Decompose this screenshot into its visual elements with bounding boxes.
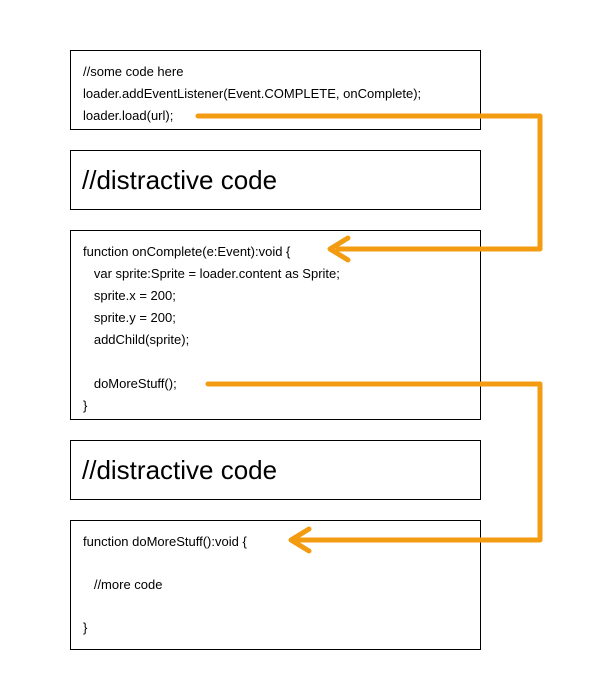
arrowhead-do-more-stuff (288, 526, 312, 554)
distractive-code-label-1: //distractive code (82, 165, 278, 195)
distractive-code-block-1 (70, 150, 481, 210)
code-line-do-more-stuff-call: doMoreStuff(); (83, 376, 177, 391)
arrow-load-to-on-complete (195, 113, 543, 252)
distractive-code-label-2: //distractive code (82, 455, 278, 485)
code-line-loader-load: loader.load(url); (83, 108, 174, 123)
arrow-do-more-stuff-call-to-definition (205, 381, 543, 543)
code-line-close-brace: } (83, 620, 88, 635)
code-line-var-sprite: var sprite:Sprite = loader.content as Sp… (83, 266, 340, 281)
distractive-code-block-2 (70, 440, 481, 500)
code-line-close-brace: } (83, 398, 88, 413)
code-line-add-listener: loader.addEventListener(Event.COMPLETE, … (83, 86, 422, 101)
code-line-more-code-comment: //more code (83, 577, 163, 592)
code-line-comment: //some code here (83, 64, 184, 79)
code-line-sprite-y: sprite.y = 200; (83, 310, 176, 325)
code-line-add-child: addChild(sprite); (83, 332, 190, 347)
code-line-sprite-x: sprite.x = 200; (83, 288, 176, 303)
code-line-do-more-stuff-signature: function doMoreStuff():void { (83, 534, 247, 549)
arrowhead-on-complete (327, 235, 351, 263)
code-line-on-complete-signature: function onComplete(e:Event):void { (83, 244, 291, 259)
on-complete-code-block (70, 230, 481, 420)
